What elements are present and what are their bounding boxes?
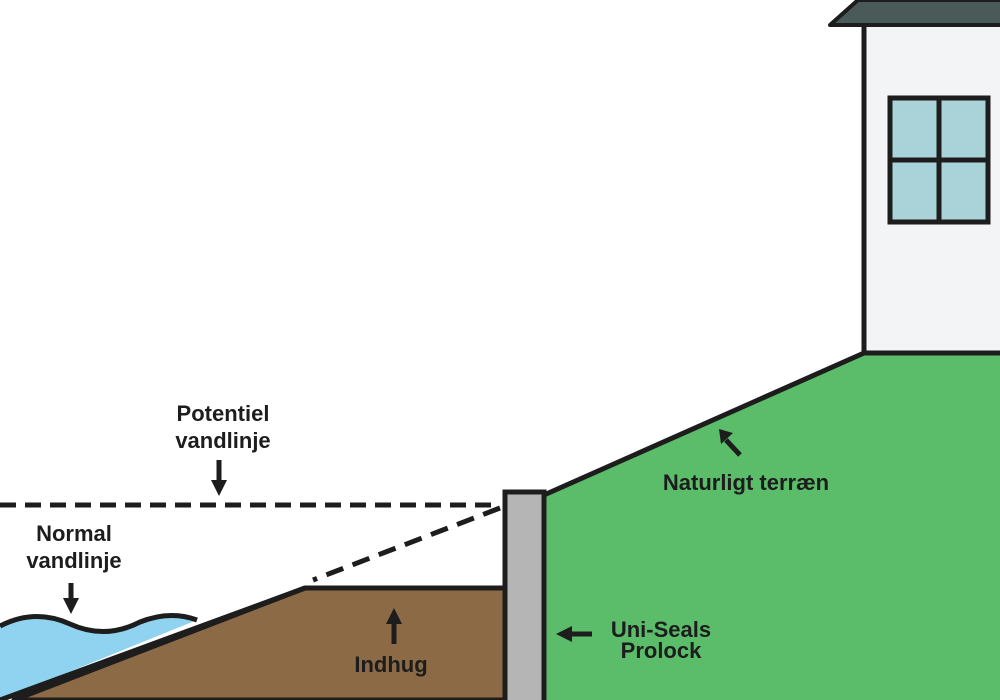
normal-waterline-arrow	[63, 583, 79, 614]
excavation-label: Indhug	[354, 652, 427, 677]
house-window	[887, 95, 991, 225]
prolock-wall	[502, 489, 547, 700]
water-body	[0, 615, 197, 700]
product-arrow	[556, 626, 592, 642]
natural-terrain-area	[541, 350, 1000, 700]
natural-terrain-arrow	[719, 429, 742, 457]
potential-waterline-label: Potentiel	[177, 401, 270, 426]
product-label-line2: Prolock	[621, 638, 702, 663]
bank-slope-line	[0, 585, 306, 700]
normal-waterline-label-line2: vandlinje	[26, 548, 121, 573]
natural-terrain-label: Naturligt terræn	[663, 470, 829, 495]
normal-waterline-label: Normal	[36, 521, 112, 546]
product-label: Uni-Seals	[611, 617, 711, 642]
house-roof	[828, 0, 1000, 27]
potential-waterline-arrow	[211, 460, 227, 496]
normal-water-surface	[0, 613, 198, 635]
potential-slope-dashed	[312, 505, 501, 583]
excavation-arrow	[386, 608, 402, 644]
potential-waterline-label-line2: vandlinje	[175, 428, 270, 453]
